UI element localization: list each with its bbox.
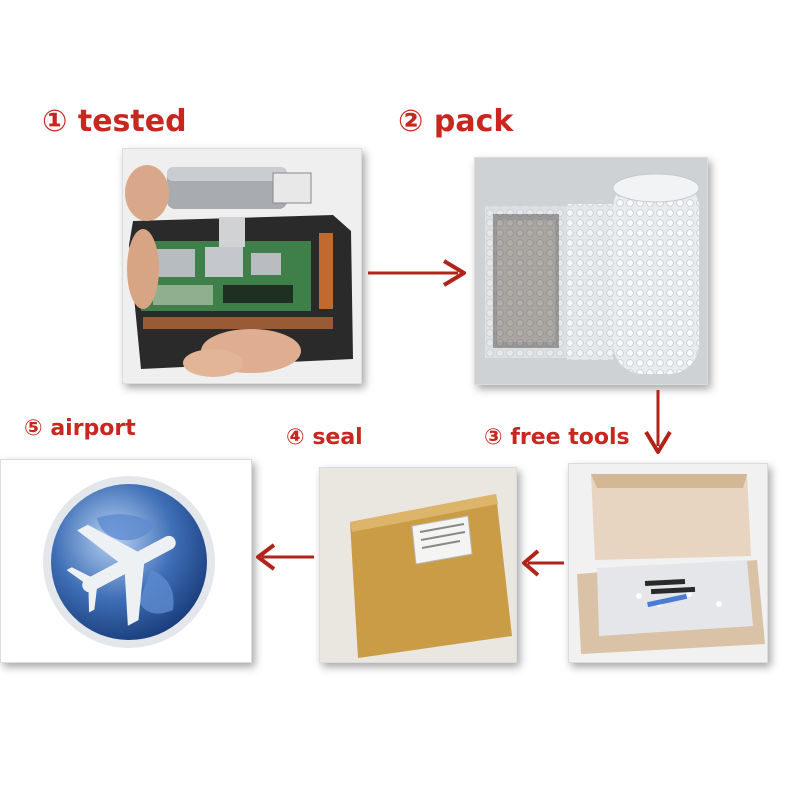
arrow-3-to-4 <box>520 548 566 578</box>
seal-photo <box>319 467 517 663</box>
tablet-board-image <box>123 149 361 383</box>
step-4-label: ④ seal <box>286 425 363 450</box>
step-5-number: ⑤ <box>24 416 43 441</box>
pack-photo <box>474 157 708 385</box>
arrow-2-to-3 <box>640 388 676 456</box>
globe-airplane-icon <box>43 476 215 648</box>
arrow-left-icon <box>522 549 564 577</box>
arrow-down-icon <box>644 390 672 454</box>
step-1-text: tested <box>77 104 187 139</box>
step-2-label: ② pack <box>398 104 513 139</box>
sealed-parcel-image <box>320 468 516 662</box>
tool-box-image <box>569 464 767 662</box>
step-4-text: seal <box>312 425 363 450</box>
arrow-4-to-5 <box>254 542 316 572</box>
step-1-number: ① <box>42 104 68 139</box>
step-3-number: ③ <box>484 425 503 450</box>
arrow-right-icon <box>368 259 466 287</box>
arrow-1-to-2 <box>366 258 470 288</box>
step-3-label: ③ free tools <box>484 425 630 450</box>
step-2-text: pack <box>433 104 514 139</box>
step-5-text: airport <box>50 416 136 441</box>
step-1-label: ① tested <box>42 104 187 139</box>
airport-photo <box>0 459 252 663</box>
step-5-label: ⑤ airport <box>24 416 136 441</box>
step-2-number: ② <box>398 104 424 139</box>
tested-photo <box>122 148 362 384</box>
bubble-wrap-image <box>475 158 707 384</box>
step-4-number: ④ <box>286 425 305 450</box>
step-3-text: free tools <box>510 425 630 450</box>
arrow-left-icon <box>256 543 314 571</box>
free-tools-photo <box>568 463 768 663</box>
